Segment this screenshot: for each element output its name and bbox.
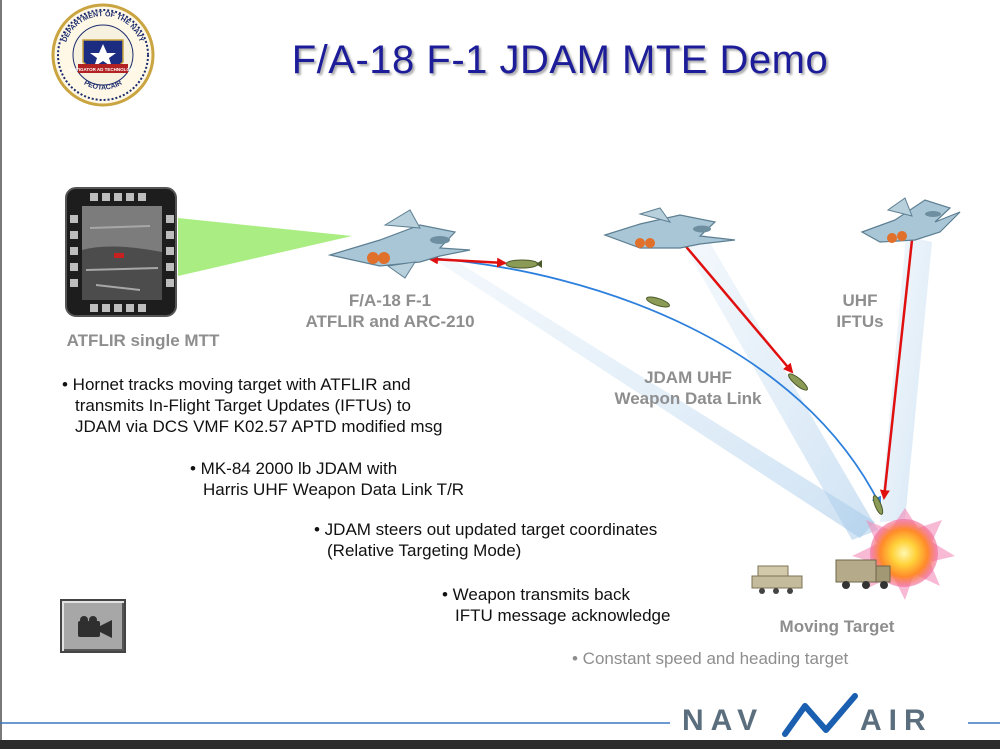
- bullet-1-line-1: • Hornet tracks moving target with ATFLI…: [62, 375, 411, 394]
- frame-left-border: [0, 0, 2, 749]
- jdam-weapon-2: [646, 296, 670, 308]
- constant-speed-note: • Constant speed and heading target: [572, 649, 849, 668]
- navair-logo-right: AIR: [860, 704, 933, 737]
- navair-logo-left: NAV: [682, 704, 765, 737]
- aircraft-label-line2: ATFLIR and ARC-210: [305, 312, 475, 331]
- aircraft-label: F/A-18 F-1 ATFLIR and ARC-210: [270, 290, 510, 332]
- bullet-2-line-2: Harris UHF Weapon Data Link T/R: [203, 480, 465, 499]
- bullet-4-line-2: IFTU message acknowledge: [455, 606, 671, 625]
- bullet-2-line-1: • MK-84 2000 lb JDAM with: [190, 459, 398, 478]
- navy-seal: NAVIGATOR AD TECHNOLOGY DEPARTMENT OF TH…: [51, 3, 155, 107]
- video-play-button[interactable]: [60, 599, 126, 653]
- fa18-aircraft-mid: [603, 207, 736, 249]
- bullet-3-line-1: • JDAM steers out updated target coordin…: [314, 520, 658, 539]
- bullet-1-line-3: JDAM via DCS VMF K02.57 APTD modified ms…: [75, 417, 443, 436]
- video-camera-icon: [78, 616, 112, 638]
- bullet-hornet-tracks: • Hornet tracks moving target with ATFLI…: [62, 374, 522, 437]
- launcher-vehicle: [751, 565, 803, 594]
- frame-bottom-border: [0, 740, 1000, 749]
- atflir-mtt-label: ATFLIR single MTT: [66, 331, 220, 350]
- aircraft-label-line1: F/A-18 F-1: [348, 291, 432, 310]
- atflir-display: [65, 187, 177, 317]
- iftu-arrow-f18-to-jdam: [428, 254, 507, 268]
- bullet-jdam-steers: • JDAM steers out updated target coordin…: [314, 519, 744, 561]
- atflir-beam: [178, 218, 352, 276]
- fa18-aircraft-right: [860, 197, 961, 243]
- bullet-1-line-2: transmits In-Flight Target Updates (IFTU…: [75, 396, 412, 415]
- seal-ribbon-text: NAVIGATOR AD TECHNOLOGY: [70, 67, 137, 72]
- jdam-weapon-3: [788, 373, 808, 391]
- slide-title: F/A-18 F-1 JDAM MTE Demo: [291, 38, 829, 82]
- iftu-arrow-right: [879, 239, 914, 500]
- bullet-weapon-transmits: • Weapon transmits back IFTU message ack…: [442, 584, 742, 626]
- jdam-weapon-1: [505, 259, 542, 269]
- bullet-mk84: • MK-84 2000 lb JDAM with Harris UHF Wea…: [190, 458, 550, 500]
- datalink-beams: [432, 234, 932, 540]
- iftu-arrow-mid: [682, 242, 794, 374]
- bullet-3-line-2: (Relative Targeting Mode): [327, 541, 522, 560]
- uhf-label-line2: IFTUs: [836, 312, 884, 331]
- moving-target-truck: [835, 559, 891, 589]
- bullet-4-line-1: • Weapon transmits back: [442, 585, 630, 604]
- uhf-iftus-label: UHF IFTUs: [815, 290, 905, 332]
- fa18-aircraft-main: [327, 209, 471, 279]
- datalink-label-line2: Weapon Data Link: [614, 389, 762, 408]
- datalink-label: JDAM UHF Weapon Data Link: [588, 367, 788, 409]
- uhf-label-line1: UHF: [842, 291, 878, 310]
- datalink-label-line1: JDAM UHF: [644, 368, 732, 387]
- navair-swoosh-icon: [782, 693, 858, 737]
- moving-target-label: Moving Target: [779, 617, 895, 636]
- jdam-weapon-4: [872, 495, 884, 515]
